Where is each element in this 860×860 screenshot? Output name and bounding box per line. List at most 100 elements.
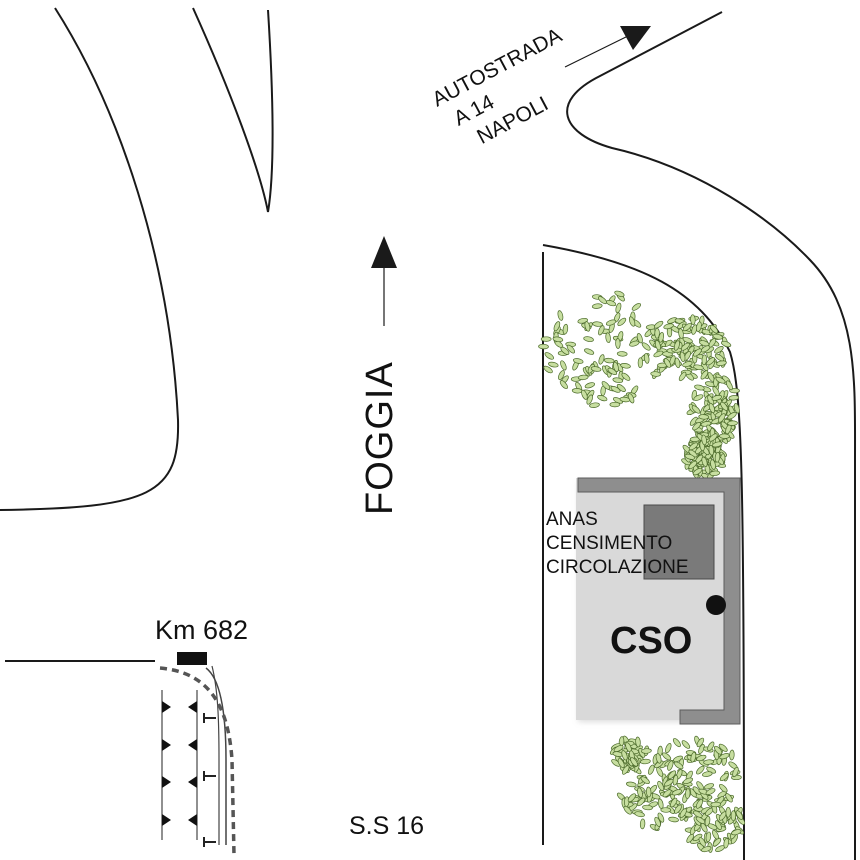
- leaf: [695, 816, 706, 824]
- road-edge-spur: [192, 7, 274, 213]
- leaf: [704, 815, 711, 827]
- leaf: [634, 811, 645, 818]
- leaf: [731, 829, 742, 836]
- leaf: [615, 338, 621, 349]
- leaf: [584, 348, 595, 355]
- leaf: [708, 444, 715, 456]
- foliage-cluster-top: [538, 290, 740, 480]
- dashed-route: [159, 666, 236, 856]
- leaf: [682, 777, 694, 785]
- road-edge-curve: [0, 7, 180, 511]
- leaf: [613, 745, 624, 752]
- leaf: [682, 361, 693, 368]
- leaf: [719, 772, 729, 782]
- leaf: [710, 459, 716, 470]
- leaf: [719, 783, 728, 793]
- leaf: [727, 420, 738, 426]
- leaf: [610, 386, 621, 393]
- leaf: [702, 771, 713, 777]
- leaf: [711, 394, 722, 401]
- leaf: [654, 816, 661, 827]
- leaf: [630, 757, 638, 767]
- leaf: [617, 758, 625, 768]
- leaf: [639, 818, 646, 830]
- leaf: [592, 321, 603, 327]
- leaf: [636, 333, 643, 344]
- leaf: [701, 354, 707, 366]
- leaf: [708, 338, 717, 348]
- leaf: [643, 353, 650, 364]
- leaf: [729, 749, 735, 761]
- leaf: [719, 433, 730, 439]
- leaf: [678, 371, 687, 382]
- leaf: [616, 351, 628, 357]
- leaf: [719, 753, 730, 760]
- leaf: [584, 382, 596, 389]
- leaf: [699, 340, 710, 347]
- leaf: [698, 414, 710, 420]
- leaf: [612, 377, 624, 383]
- leaf: [637, 357, 644, 369]
- leaf: [693, 364, 704, 371]
- leaf: [673, 340, 680, 351]
- leaf: [679, 808, 687, 818]
- property-boundary: [542, 244, 745, 860]
- anas-line-3: CIRCOLAZIONE: [546, 557, 689, 578]
- leaf: [657, 780, 664, 791]
- flag-icon: [188, 739, 197, 751]
- leaf: [616, 384, 626, 392]
- flag-icon: [162, 701, 171, 713]
- leaf: [730, 810, 737, 822]
- leaf: [538, 343, 549, 350]
- leaf: [660, 807, 672, 813]
- leaf: [557, 310, 564, 321]
- flag-icon: [162, 739, 171, 751]
- leaf: [603, 357, 615, 364]
- leaf: [540, 336, 552, 342]
- leaf: [667, 770, 677, 780]
- flag-icon: [162, 776, 171, 788]
- leaf: [701, 846, 712, 853]
- leaf: [609, 401, 621, 408]
- leaf: [552, 336, 564, 343]
- leaf: [713, 745, 723, 755]
- leaf: [581, 389, 588, 400]
- foggia-label: FOGGIA: [359, 361, 401, 515]
- leaf: [566, 344, 576, 354]
- leaf: [571, 388, 583, 394]
- leaf: [706, 357, 716, 366]
- leaf: [544, 352, 554, 360]
- leaf: [664, 778, 674, 787]
- leaf: [612, 361, 619, 373]
- leaf: [714, 820, 722, 831]
- leaf: [597, 394, 608, 402]
- leaf: [653, 320, 664, 329]
- leaf: [543, 365, 553, 374]
- anas-line-2: CENSIMENTO: [546, 533, 672, 554]
- leaf: [720, 401, 729, 411]
- leaf: [692, 467, 703, 476]
- leaf: [696, 765, 705, 775]
- leaf: [709, 470, 721, 476]
- leaf: [733, 403, 740, 414]
- leaf: [703, 783, 715, 790]
- leaf: [591, 303, 603, 309]
- leaf: [615, 302, 622, 314]
- station-dot-icon: [706, 595, 726, 615]
- leaf: [586, 394, 593, 405]
- leaf: [672, 738, 681, 748]
- leaf: [601, 381, 611, 390]
- leaf: [718, 743, 728, 752]
- leaf: [650, 371, 662, 377]
- leaf: [598, 354, 605, 365]
- leaf: [690, 751, 697, 763]
- leaf: [728, 395, 740, 401]
- leaf: [590, 366, 602, 372]
- leaf: [560, 346, 570, 355]
- leaf: [701, 456, 708, 467]
- leaf: [710, 801, 722, 808]
- leaf: [688, 460, 698, 470]
- leaf: [674, 761, 684, 770]
- leaf: [637, 787, 643, 798]
